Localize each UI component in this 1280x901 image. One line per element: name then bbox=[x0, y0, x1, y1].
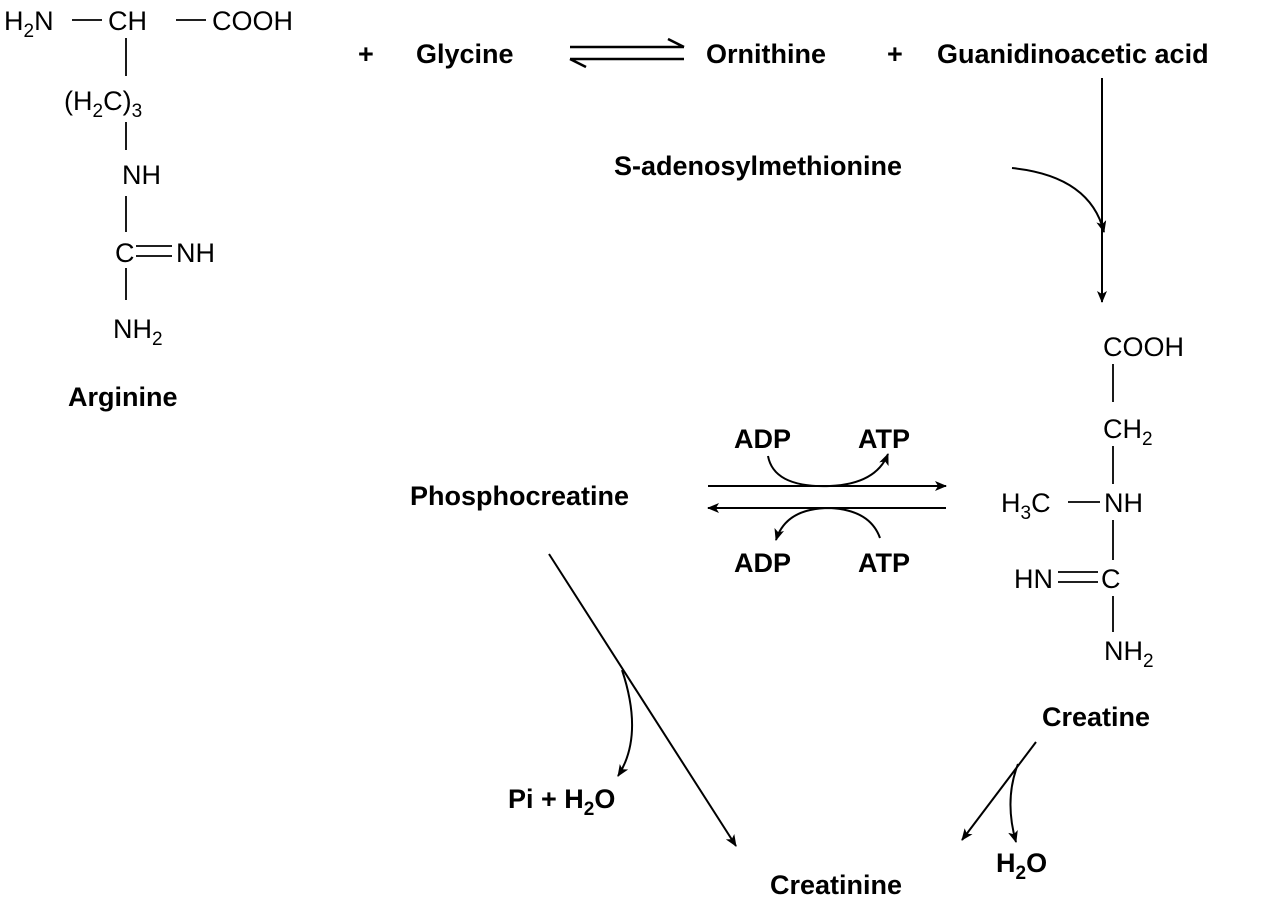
creatine-nh2: NH2 bbox=[1104, 636, 1154, 672]
sam-label: S-adenosylmethionine bbox=[614, 151, 902, 181]
arginine-c: C bbox=[115, 238, 135, 268]
arginine-h2c3: (H2C)3 bbox=[64, 86, 142, 122]
arginine-nh2: NH2 bbox=[113, 314, 163, 350]
phosphocreatine-cycle: Phosphocreatine ADP ATP ADP ATP bbox=[410, 424, 947, 578]
arginine-nh: NH bbox=[122, 160, 161, 190]
creatine-to-creatinine-arrow bbox=[961, 741, 1037, 841]
plus-sign-2: + bbox=[887, 39, 903, 69]
creatine-structure: COOH CH2 H3C NH HN C NH2 Creatine bbox=[1001, 332, 1184, 732]
atp-bottom-label: ATP bbox=[858, 548, 910, 578]
creatinine-formation: Pi + H2O H2O Creatinine bbox=[508, 553, 1047, 900]
adp-top-label: ADP bbox=[734, 424, 791, 454]
arginine-h2n: H2N bbox=[4, 6, 54, 42]
methylation-step: S-adenosylmethionine bbox=[614, 78, 1107, 303]
arginine-ch: CH bbox=[108, 6, 147, 36]
arginine-glycine-reaction: + Glycine Ornithine + Guanidinoacetic ac… bbox=[358, 37, 1209, 69]
sam-curved-arrow bbox=[1011, 167, 1107, 233]
creatine-c: C bbox=[1101, 564, 1121, 594]
bottom-curved-arrow bbox=[774, 506, 881, 541]
atp-top-label: ATP bbox=[858, 424, 910, 454]
ornithine-label: Ornithine bbox=[706, 39, 826, 69]
creatine-hn: HN bbox=[1014, 564, 1053, 594]
arginine-eq-nh: NH bbox=[176, 238, 215, 268]
guanidinoacetic-acid-label: Guanidinoacetic acid bbox=[937, 39, 1209, 69]
creatine-h3c: H3C bbox=[1001, 488, 1051, 524]
phosphocreatine-to-creatinine-arrow bbox=[548, 553, 737, 847]
forward-half-arrow bbox=[570, 37, 685, 49]
arginine-structure: H2N CH COOH (H2C)3 NH C NH NH2 Arginine bbox=[4, 6, 293, 412]
arginine-cooh: COOH bbox=[212, 6, 293, 36]
pi-h2o-label: Pi + H2O bbox=[508, 784, 615, 820]
creatine-nh: NH bbox=[1104, 488, 1143, 518]
pi-release-arrow bbox=[617, 669, 634, 777]
arginine-label: Arginine bbox=[68, 382, 178, 412]
plus-sign-1: + bbox=[358, 39, 374, 69]
reverse-half-arrow bbox=[569, 57, 684, 69]
phosphocreatine-label: Phosphocreatine bbox=[410, 481, 629, 511]
top-curved-arrow bbox=[767, 453, 889, 488]
creatine-label: Creatine bbox=[1042, 702, 1150, 732]
creatine-ch2: CH2 bbox=[1103, 414, 1153, 450]
h2o-release-arrow bbox=[1008, 763, 1019, 843]
h2o-label: H2O bbox=[996, 848, 1047, 884]
glycine-label: Glycine bbox=[416, 39, 514, 69]
adp-bottom-label: ADP bbox=[734, 548, 791, 578]
creatine-cooh: COOH bbox=[1103, 332, 1184, 362]
creatinine-label: Creatinine bbox=[770, 870, 902, 900]
